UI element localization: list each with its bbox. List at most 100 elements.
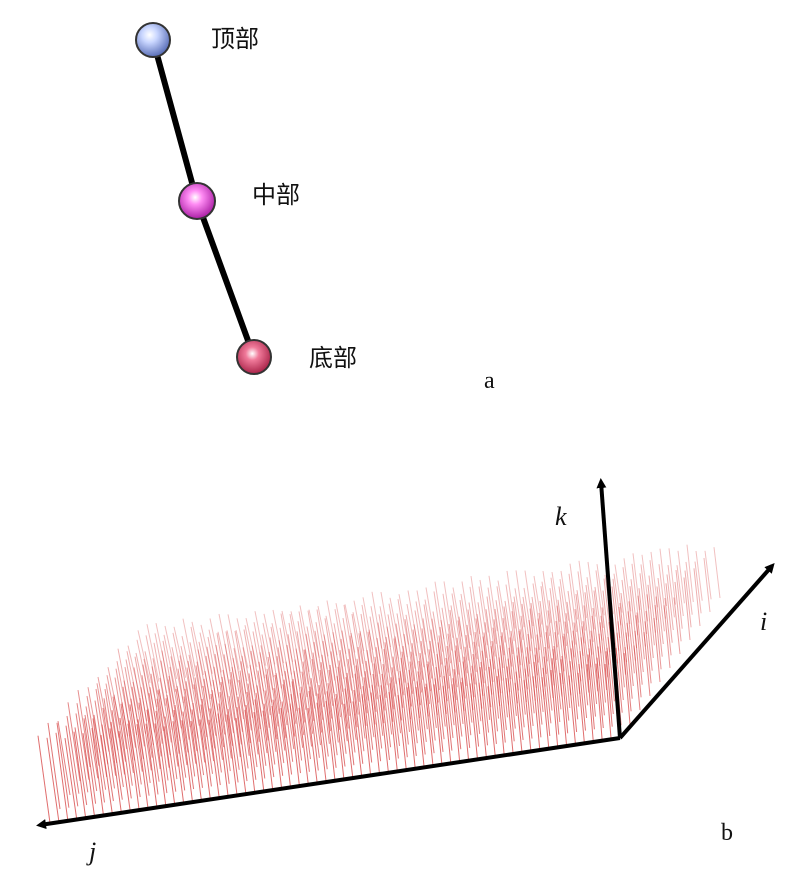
link-mid-bottom xyxy=(194,198,257,360)
vector-mark xyxy=(607,636,615,702)
vector-mark xyxy=(568,573,577,632)
vector-mark xyxy=(269,637,281,702)
vector-mark xyxy=(244,625,257,680)
vector-mark xyxy=(637,595,645,660)
vector-mark xyxy=(562,636,571,709)
vector-mark xyxy=(262,622,275,678)
vector-mark xyxy=(284,671,296,737)
vector-mark xyxy=(229,679,241,758)
vector-mark xyxy=(484,622,494,682)
vector-mark xyxy=(428,649,438,716)
vector-mark xyxy=(298,611,310,672)
vector-mark xyxy=(617,621,625,688)
vector-mark xyxy=(340,638,351,704)
vector-mark xyxy=(146,709,159,795)
vector-mark xyxy=(371,591,383,649)
vector-mark xyxy=(411,643,422,706)
vector-mark xyxy=(449,609,459,675)
vector-mark xyxy=(398,594,409,645)
vector-mark xyxy=(438,635,448,702)
vector-mark xyxy=(281,610,293,662)
vector-mark xyxy=(538,612,547,674)
vector-mark xyxy=(205,655,218,724)
axis-i-label: i xyxy=(760,607,767,636)
vector-mark xyxy=(218,703,230,784)
vector-mark xyxy=(47,722,61,810)
vector-mark xyxy=(64,738,78,820)
vector-mark xyxy=(228,696,240,770)
vector-mark xyxy=(453,669,463,737)
vector-mark xyxy=(370,606,381,662)
vector-mark xyxy=(676,565,684,617)
vector-mark xyxy=(247,683,259,755)
vector-mark xyxy=(261,634,273,690)
vector-mark xyxy=(470,576,480,634)
vector-mark xyxy=(380,592,391,648)
vector-mark xyxy=(282,684,294,762)
vector-mark xyxy=(253,712,265,792)
vector-mark xyxy=(235,629,248,682)
vector-mark xyxy=(339,650,350,716)
vector-mark xyxy=(414,610,425,668)
vector-mark xyxy=(522,596,532,652)
vector-mark xyxy=(274,674,286,751)
vector-mark xyxy=(618,606,626,675)
vector-mark xyxy=(378,614,389,673)
vector-mark xyxy=(547,610,556,673)
vector-mark xyxy=(396,613,407,670)
vector-mark xyxy=(582,621,591,681)
vector-mark xyxy=(257,670,269,741)
vector-mark xyxy=(230,671,242,745)
vector-mark xyxy=(77,690,91,768)
vector-mark xyxy=(275,673,287,738)
vector-mark xyxy=(613,573,622,626)
vector-mark xyxy=(656,586,664,645)
vector-mark xyxy=(109,728,122,813)
vector-mark xyxy=(636,612,644,673)
vector-mark xyxy=(194,677,207,750)
vector-mark xyxy=(360,613,371,676)
vector-mark xyxy=(291,681,303,761)
vector-mark xyxy=(541,581,551,636)
vector-mark xyxy=(380,685,390,760)
vector-mark xyxy=(657,577,665,632)
vector-mark xyxy=(182,618,195,677)
vector-mark xyxy=(253,622,266,679)
vector-mark xyxy=(213,666,226,735)
vector-mark xyxy=(169,666,182,729)
vector-mark xyxy=(560,570,570,621)
vector-mark xyxy=(514,588,524,640)
vector-mark xyxy=(441,607,452,664)
vector-mark xyxy=(634,630,642,698)
vector-mark xyxy=(389,683,399,759)
vector-mark xyxy=(512,601,522,666)
vector-mark xyxy=(504,600,514,654)
vector-mark xyxy=(625,632,633,699)
vector-mark xyxy=(463,656,473,723)
vector-mark xyxy=(271,705,283,789)
vector-mark xyxy=(638,588,646,647)
vector-mark xyxy=(222,669,235,734)
vector-mark xyxy=(280,613,292,675)
vector-mark xyxy=(226,630,239,683)
vector-mark xyxy=(185,681,198,752)
vector-mark xyxy=(115,668,129,737)
vector-mark xyxy=(74,727,88,806)
vector-mark xyxy=(483,632,493,695)
vector-mark xyxy=(272,609,285,664)
vector-mark xyxy=(496,586,506,643)
vector-mark xyxy=(487,587,497,644)
vector-mark xyxy=(417,671,427,742)
vector-mark xyxy=(429,640,439,703)
vector-mark xyxy=(641,554,650,609)
vector-mark xyxy=(155,622,169,681)
vector-mark xyxy=(473,641,483,709)
vector-mark xyxy=(443,581,454,638)
vector-mark xyxy=(285,661,297,724)
vector-mark xyxy=(548,600,557,660)
vector-mark xyxy=(494,608,504,668)
vector-mark xyxy=(218,613,231,672)
vector-mark xyxy=(591,615,600,679)
vector-mark xyxy=(173,626,187,678)
vector-mark xyxy=(482,636,492,708)
